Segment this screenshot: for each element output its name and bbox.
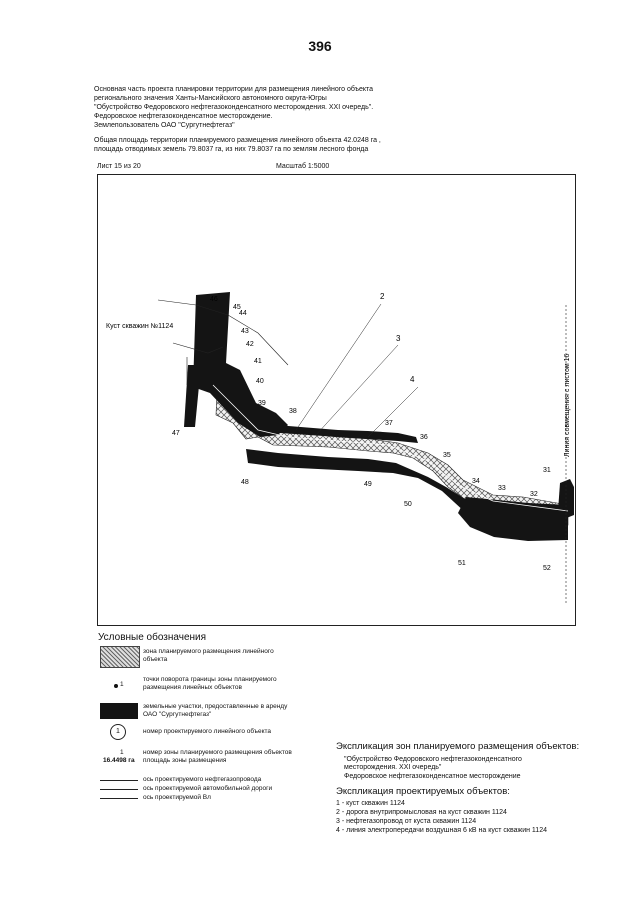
point-38: 38 bbox=[289, 408, 297, 415]
map-scale: Масштаб 1:5000 bbox=[276, 163, 330, 170]
point-48: 48 bbox=[241, 479, 249, 486]
point-39: 39 bbox=[258, 400, 266, 407]
legend-zone-text: зона планируемого размещения линейного о… bbox=[143, 648, 274, 663]
object-item-3: 3 - нефтегазопровод от куста скважин 112… bbox=[336, 818, 477, 825]
leader-3 bbox=[315, 344, 399, 436]
sheet-number: Лист 15 из 20 bbox=[97, 163, 141, 170]
legend-zone-number-text: номер зоны планируемого размещения объек… bbox=[143, 749, 292, 764]
point-41: 41 bbox=[254, 358, 262, 365]
zones-explication-line-1: "Обустройство Федоровского нефтегазоконд… bbox=[344, 756, 522, 763]
point-46: 46 bbox=[210, 296, 218, 303]
legend-zone-swatch bbox=[100, 646, 140, 668]
lease-strip-upper bbox=[276, 425, 418, 443]
point-33: 33 bbox=[498, 485, 506, 492]
point-51: 51 bbox=[458, 560, 466, 567]
project-title-line-3: "Обустройство Федоровского нефтегазоконд… bbox=[94, 104, 374, 111]
legend-object-circle: 1 bbox=[110, 724, 126, 740]
point-50: 50 bbox=[404, 501, 412, 508]
road-axis bbox=[157, 299, 289, 366]
point-35: 35 bbox=[443, 452, 451, 459]
point-45: 45 bbox=[233, 304, 241, 311]
zones-explication-title: Экспликация зон планируемого размещения … bbox=[336, 741, 580, 752]
point-40: 40 bbox=[256, 378, 264, 385]
point-47: 47 bbox=[172, 430, 180, 437]
match-line-label: Линия совмещения с листом 16 bbox=[564, 353, 571, 457]
leader-2 bbox=[295, 303, 382, 431]
allotted-area-line: площадь отводимых земель 79.8037 га, из … bbox=[94, 146, 369, 153]
object-item-2: 2 - дорога внутрипромысловая на куст скв… bbox=[336, 809, 507, 816]
zones-explication-line-3: Федоровское нефтегазоконденсатное местор… bbox=[344, 773, 521, 780]
object-number-4: 4 bbox=[410, 375, 415, 384]
legend-pipeline-line bbox=[100, 780, 138, 781]
legend-road-line bbox=[100, 789, 138, 790]
legend-zone-area: 16.4498 га bbox=[103, 757, 135, 764]
legend-road-text: ось проектируемой автомобильной дороги bbox=[143, 785, 273, 792]
lease-strip-right bbox=[458, 497, 568, 541]
project-title-line-1: Основная часть проекта планировки террит… bbox=[94, 86, 374, 93]
map-frame: Куст скважин №1124 Линия совмещения с ли… bbox=[97, 174, 576, 626]
objects-explication-title: Экспликация проектируемых объектов: bbox=[336, 786, 510, 797]
legend-pipeline-text: ось проектируемого нефтегазопровода bbox=[143, 776, 262, 783]
legend-object-text: номер проектируемого линейного объекта bbox=[143, 728, 272, 735]
legend-point-number: 1 bbox=[120, 681, 124, 688]
page-number: 396 bbox=[308, 38, 332, 54]
point-37: 37 bbox=[385, 420, 393, 427]
legend-powerline-line bbox=[100, 798, 138, 799]
zones-explication-line-2: месторождения. XXI очередь" bbox=[344, 764, 442, 771]
point-52: 52 bbox=[543, 565, 551, 572]
stem-plot bbox=[184, 365, 201, 427]
object-number-3: 3 bbox=[396, 334, 401, 343]
object-item-4: 4 - линия электропередачи воздушная 6 кВ… bbox=[336, 827, 547, 834]
project-title-line-2: регионального значения Ханты-Мансийского… bbox=[94, 95, 327, 102]
site-plan-map: Куст скважин №1124 Линия совмещения с ли… bbox=[106, 292, 574, 605]
object-item-1: 1 - куст скважин 1124 bbox=[336, 800, 405, 807]
point-42: 42 bbox=[246, 341, 254, 348]
legend-lease-swatch bbox=[100, 703, 138, 719]
land-user-line: Землепользователь ОАО "Сургутнефтегаз" bbox=[94, 122, 235, 129]
legend-point-dot bbox=[114, 684, 118, 688]
point-34: 34 bbox=[472, 478, 480, 485]
legend-lease-text: земельные участки, предоставленные в аре… bbox=[143, 703, 288, 718]
well-pad-label: Куст скважин №1124 bbox=[106, 323, 173, 330]
point-36: 36 bbox=[420, 434, 428, 441]
pipeline-axis bbox=[212, 384, 569, 512]
leader-4 bbox=[367, 386, 419, 438]
point-43: 43 bbox=[241, 328, 249, 335]
legend-zone-number: 1 bbox=[120, 749, 124, 756]
legend-title: Условные обозначения bbox=[98, 632, 207, 643]
object-number-2: 2 bbox=[380, 292, 385, 301]
project-title-line-4: Федоровское нефтегазоконденсатное местор… bbox=[94, 113, 273, 120]
turning-point-labels: 46 45 44 43 42 41 40 39 38 37 36 35 34 3… bbox=[172, 296, 551, 572]
point-32: 32 bbox=[530, 491, 538, 498]
point-49: 49 bbox=[364, 481, 372, 488]
total-area-line: Общая площадь территории планируемого ра… bbox=[94, 137, 381, 144]
legend-powerline-text: ось проектируемой Вл bbox=[143, 794, 211, 801]
legend-point-text: точки поворота границы зоны планируемого… bbox=[143, 676, 277, 691]
powerline-axis bbox=[172, 342, 224, 354]
point-31: 31 bbox=[543, 467, 551, 474]
point-44: 44 bbox=[239, 310, 247, 317]
well-pad-lease-plot bbox=[193, 292, 288, 437]
